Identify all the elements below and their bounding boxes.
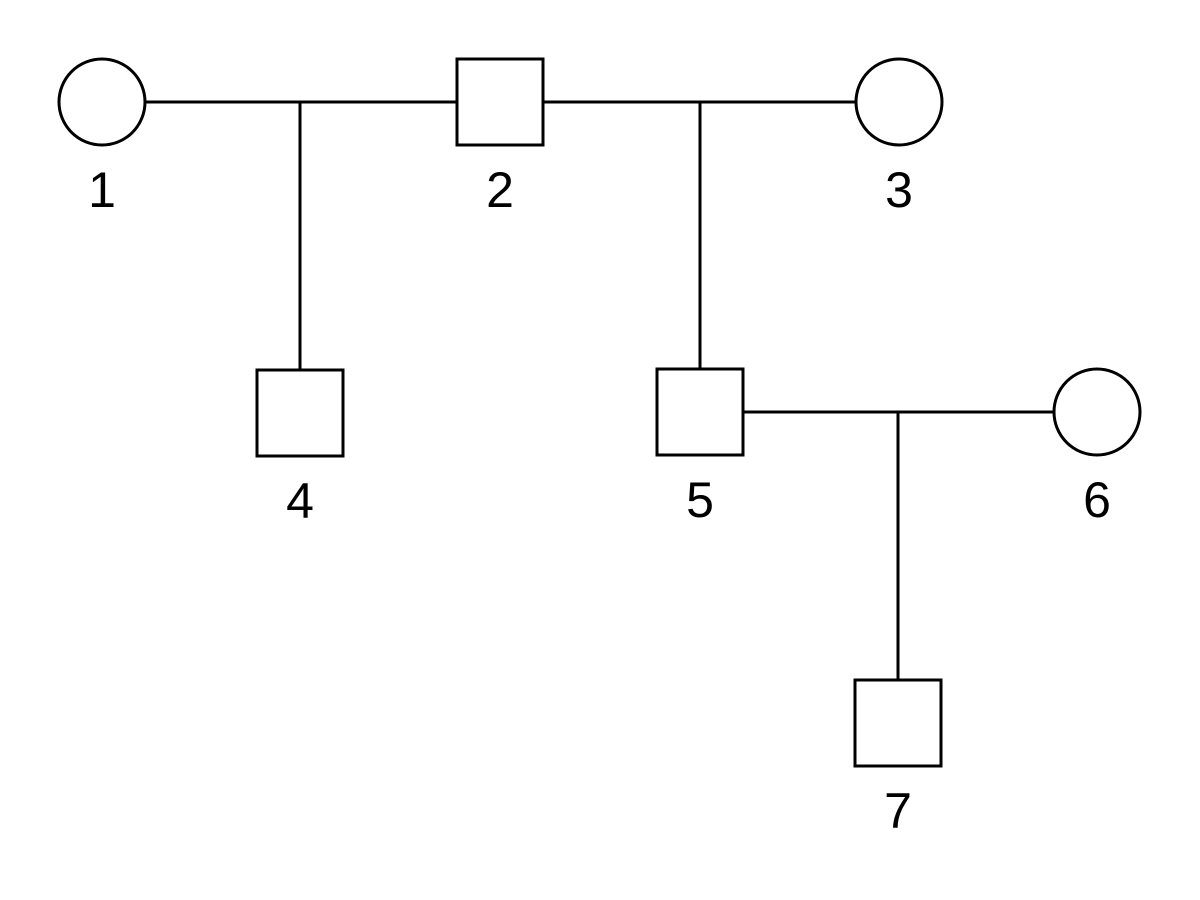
person-7-label: 7 (884, 783, 912, 839)
person-3-female-circle-symbol (854, 57, 944, 147)
person-4-label: 4 (286, 473, 314, 529)
person-6-label: 6 (1083, 472, 1111, 528)
person-1-female-circle-symbol (57, 57, 147, 147)
person-3-label: 3 (885, 162, 913, 218)
person-7-male-square-symbol (853, 678, 943, 768)
person-2-label: 2 (486, 162, 514, 218)
person-5-male-square-symbol (655, 367, 745, 457)
person-6-female-circle-symbol (1052, 367, 1142, 457)
person-4-male-square-symbol (255, 368, 345, 458)
person-1-label: 1 (88, 162, 116, 218)
person-5-label: 5 (686, 472, 714, 528)
person-2-male-square-symbol (455, 57, 545, 147)
